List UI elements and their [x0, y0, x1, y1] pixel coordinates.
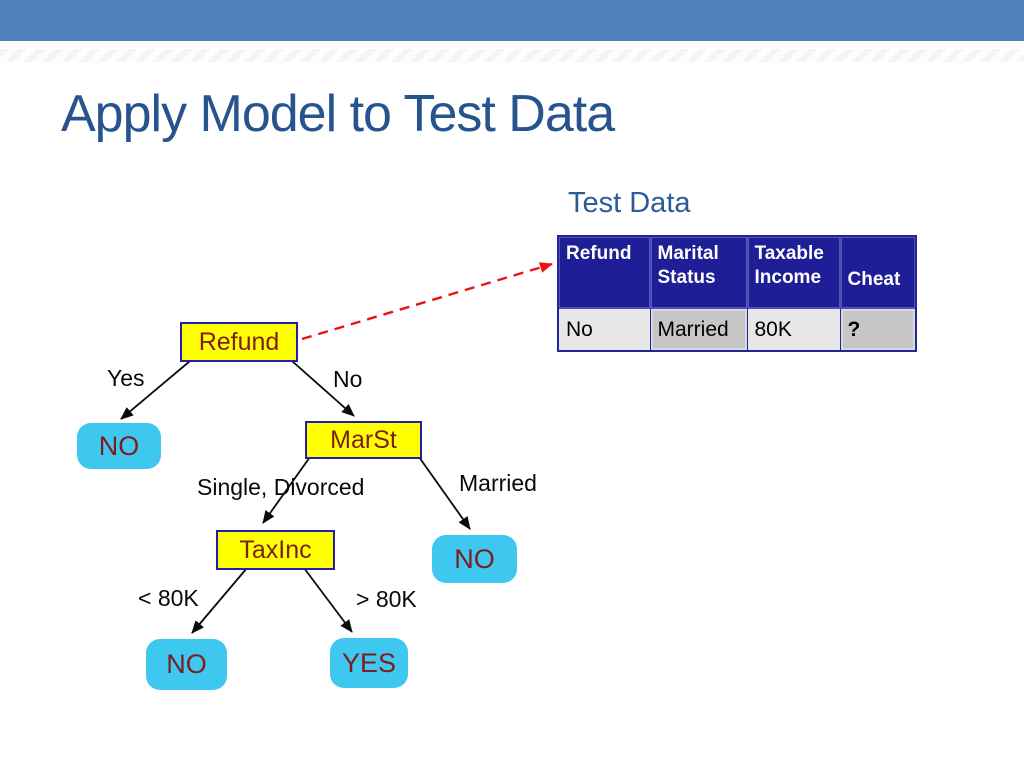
tree-node-taxinc: TaxInc	[216, 530, 335, 570]
col-header-refund: Refund	[557, 235, 651, 309]
decorative-texture-strip	[0, 49, 1024, 62]
leaf-node-no-refund-yes: NO	[77, 423, 161, 469]
edge-taxinc-lt80k	[191, 567, 248, 634]
col-header-taxable-income: Taxable Income	[746, 235, 841, 309]
cell-cheat-value: ?	[839, 308, 917, 352]
cell-marital-value: Married	[649, 308, 748, 352]
table-header-row: Refund Marital Status Taxable Income Che…	[557, 235, 917, 309]
edge-taxinc-gt80k	[303, 567, 353, 633]
edge-label-lt-80k: < 80K	[138, 585, 199, 611]
header-band	[0, 0, 1024, 41]
col-header-marital-status: Marital Status	[649, 235, 748, 309]
cell-income-value: 80K	[746, 308, 841, 352]
cell-refund-value: No	[557, 308, 651, 352]
slide-title: Apply Model to Test Data	[61, 85, 615, 143]
col-header-cheat: Cheat	[839, 235, 917, 309]
tree-node-marst: MarSt	[305, 421, 422, 459]
test-data-heading: Test Data	[568, 187, 691, 219]
edge-label-yes: Yes	[107, 365, 145, 391]
table-row: No Married 80K ?	[557, 308, 917, 352]
leaf-node-no-low-income: NO	[146, 639, 227, 690]
leaf-node-yes-high-income: YES	[330, 638, 408, 688]
edge-label-single-divorced: Single, Divorced	[197, 474, 365, 500]
tree-node-refund: Refund	[180, 322, 298, 362]
edge-label-married: Married	[459, 470, 537, 496]
test-data-table: Refund Marital Status Taxable Income Che…	[557, 235, 917, 352]
test-record-dashed-arrow	[301, 262, 553, 341]
edge-label-gt-80k: > 80K	[356, 586, 417, 612]
leaf-node-no-married: NO	[432, 535, 517, 583]
edge-label-no: No	[333, 366, 363, 392]
